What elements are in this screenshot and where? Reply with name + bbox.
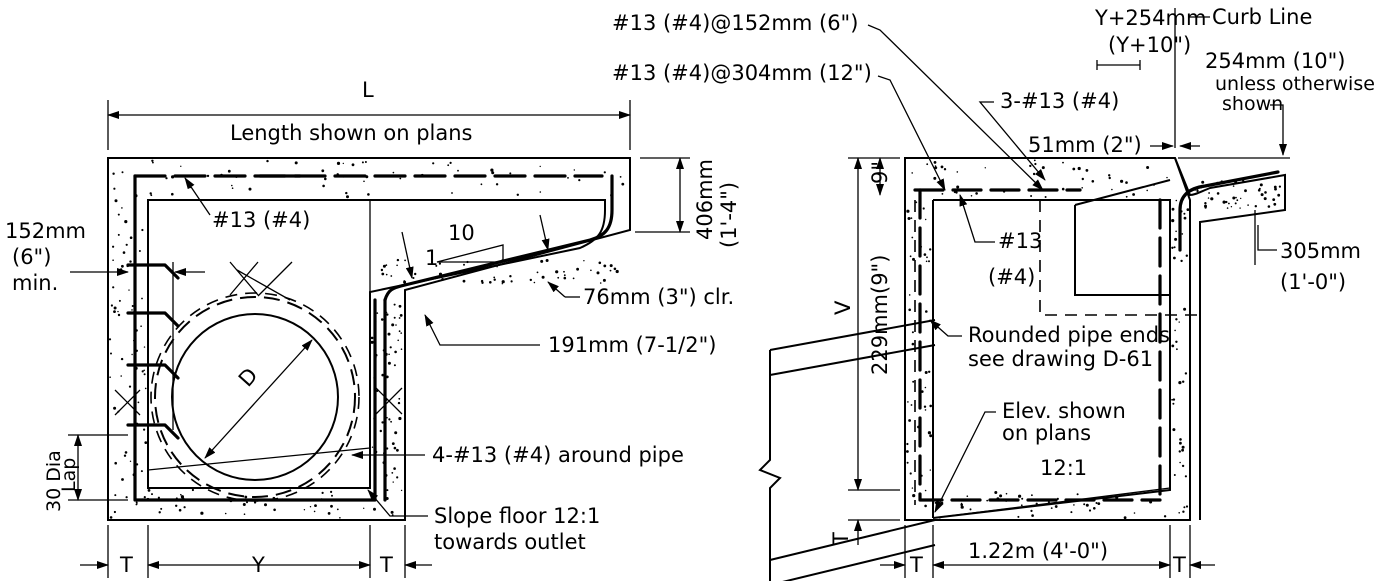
- bar-152-leader: [867, 24, 1044, 191]
- pipe-outline: [171, 313, 339, 481]
- top-bar-label: #13 (#4): [212, 208, 310, 232]
- top-bar-leader: [184, 177, 211, 216]
- right-wall-bar-left: [918, 188, 1162, 502]
- slope-rise: 1: [425, 246, 438, 270]
- hidden-opening: [1039, 200, 1200, 316]
- step-spacing-in: (6"): [12, 245, 51, 269]
- dim-406-in: (1'-4"): [717, 182, 741, 248]
- cover-arrow-top: [539, 214, 550, 251]
- cover-arrow-left: [401, 231, 414, 279]
- three-bars-label: 3-#13 (#4): [1000, 89, 1119, 113]
- dim-Y: Y: [251, 553, 265, 577]
- apron-label: 191mm (7-1/2"): [548, 333, 716, 357]
- opening-mm: Y+254mm: [1094, 6, 1206, 30]
- elev-1: Elev. shown: [1002, 399, 1126, 423]
- cover-arrow-bot: [547, 281, 566, 298]
- gutter-width-leader: [1257, 225, 1277, 251]
- lip-width-label: 51mm (2"): [1028, 133, 1142, 157]
- gutter-bar: [1178, 170, 1280, 252]
- slab-9-label: 9": [868, 161, 892, 184]
- right-floor-slope: [932, 487, 1171, 519]
- floor-slope-line: [147, 447, 371, 471]
- pipe-diameter-dim: [204, 339, 313, 459]
- dim-406-mm: 406mm: [693, 159, 717, 240]
- length-note: Length shown on plans: [230, 121, 472, 145]
- step-spacing-min: min.: [12, 271, 58, 295]
- gutter-outline: [1174, 157, 1286, 520]
- bar-152-label: #13 (#4)@152mm (6"): [612, 11, 858, 35]
- three-bars-leader: [978, 101, 1046, 181]
- pipe-stub-lower: [769, 519, 936, 581]
- left-wall-bar: [133, 174, 377, 502]
- lap-label-2: Lap: [58, 458, 80, 492]
- bar-304-leader: [877, 75, 946, 191]
- curb-line-label: Curb Line: [1212, 5, 1312, 29]
- bar-304-label: #13 (#4)@304mm (12"): [612, 61, 872, 85]
- pipe-ring-bar: [154, 296, 356, 498]
- bar-label-leader: [959, 194, 995, 243]
- r-dim-T-left: T: [909, 553, 923, 577]
- slope-triangle: [436, 244, 504, 263]
- lap-label-1: 30 Dia: [43, 450, 65, 512]
- pipe-break: [758, 350, 782, 581]
- opening-inner: [1074, 205, 1170, 296]
- pipe-end-leader: [929, 319, 962, 337]
- gutter-width-in: (1'-0"): [1280, 270, 1346, 294]
- opening-slope: [1074, 179, 1171, 206]
- dim-L-label: L: [362, 78, 374, 102]
- ladder-steps: [126, 263, 180, 440]
- right-outer-outline: [904, 157, 1191, 521]
- pipe-end-2: see drawing D-61: [968, 347, 1153, 371]
- x-mark-right: [375, 387, 403, 415]
- opening-in: (Y+10"): [1108, 33, 1191, 57]
- r-dim-width: 1.22m (4'-0"): [968, 539, 1108, 563]
- right-section-view: #13 (#4)@152mm (6") #13 (#4)@304mm (12")…: [612, 5, 1375, 581]
- bar-label-2: (#4): [988, 265, 1035, 289]
- pipe-end-1: Rounded pipe ends: [968, 323, 1170, 347]
- pipe-ring-bar-outer: [150, 292, 360, 502]
- curb-offset-3: shown: [1222, 93, 1283, 115]
- wall-height-label: 229mm(9"): [868, 255, 892, 375]
- pipe-bars-label: 4-#13 (#4) around pipe: [432, 443, 684, 467]
- opening-dim-symbol: [1096, 60, 1141, 70]
- sloped-bar: [383, 174, 614, 302]
- apron-leader: [424, 314, 540, 346]
- height-V-label: V: [831, 300, 855, 315]
- pipe-diameter-label: D: [234, 363, 263, 391]
- dim-T-left: T: [119, 553, 133, 577]
- gutter-width-mm: 305mm: [1280, 239, 1361, 263]
- floor-note-2: towards outlet: [434, 530, 586, 554]
- curb-offset-2: unless otherwise: [1215, 73, 1375, 95]
- floor-note-1: Slope floor 12:1: [434, 504, 600, 528]
- floor-note-leader: [367, 489, 428, 517]
- pipe-stub-upper: [769, 319, 936, 376]
- right-inner-outline: [932, 199, 1171, 519]
- dim-T-right: T: [379, 553, 393, 577]
- floor-slope-label: 12:1: [1040, 456, 1087, 480]
- r-dim-T-right: T: [1172, 553, 1186, 577]
- x-mark-top: [229, 261, 293, 301]
- elev-leader: [934, 411, 996, 513]
- cover-label: 76mm (3") clr.: [583, 285, 734, 309]
- left-section-view: D L Length shown on plans 406mm (1'-4") …: [5, 78, 741, 578]
- slope-run: 10: [448, 221, 475, 245]
- step-spacing-mm: 152mm: [5, 219, 86, 243]
- left-outer-outline: [107, 157, 631, 521]
- curb-offset-1: 254mm (10"): [1205, 49, 1345, 73]
- curb-offset-leader: [1270, 104, 1287, 156]
- bar-label-1: #13: [998, 229, 1042, 253]
- base-T-label: T: [829, 532, 853, 546]
- x-mark-left: [114, 389, 141, 416]
- elev-2: on plans: [1002, 421, 1091, 445]
